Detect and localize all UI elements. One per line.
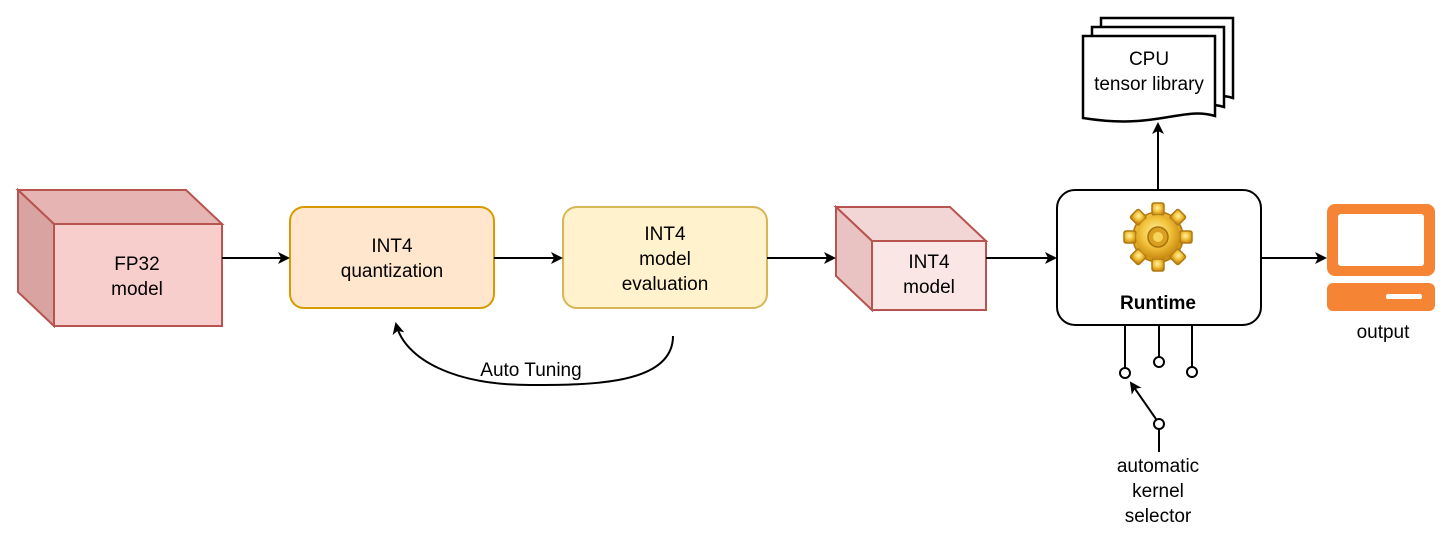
- switch-contact-2: [1153, 356, 1165, 368]
- runtime-label: Runtime: [1120, 293, 1196, 314]
- switch-lever: [1129, 381, 1157, 420]
- evaluation-node: INT4 model evaluation: [562, 206, 768, 309]
- kernel-selector-label-line1: automatic: [1117, 456, 1199, 477]
- int4-model-node: INT4 model: [833, 204, 989, 313]
- output-node: output: [1327, 204, 1435, 343]
- cpu-label-line1: CPU: [1129, 49, 1169, 70]
- gear-icon: [1123, 202, 1193, 272]
- output-label: output: [1357, 322, 1411, 343]
- quantization-label-line1: INT4: [371, 236, 413, 257]
- kernel-selector-label-line2: kernel: [1132, 481, 1184, 502]
- cpu-doc-front: [1081, 34, 1217, 123]
- quantization-label-line2: quantization: [341, 261, 443, 282]
- evaluation-label-line1: INT4: [644, 224, 686, 245]
- kernel-selector-label-line3: selector: [1125, 506, 1192, 527]
- quantization-box: [289, 206, 495, 309]
- runtime-node: Runtime: [1056, 189, 1262, 326]
- kernel-selector-node: automatic kernel selector: [1117, 456, 1199, 527]
- cpu-library-node: CPU tensor library: [1081, 16, 1235, 123]
- fp32-label-line2: model: [111, 279, 163, 300]
- edge-auto-tuning: [392, 322, 674, 387]
- switch-contact-1: [1119, 367, 1131, 379]
- evaluation-label-line2: model: [639, 249, 691, 270]
- fp32-label-line1: FP32: [114, 254, 159, 275]
- kernel-selector-switch: [1119, 325, 1198, 452]
- int4-label-line1: INT4: [908, 252, 950, 273]
- int4-label-line2: model: [903, 277, 955, 298]
- quantization-node: INT4 quantization: [289, 206, 495, 309]
- evaluation-label-line3: evaluation: [622, 274, 709, 295]
- computer-monitor-icon: [1327, 204, 1435, 311]
- fp32-model-node: FP32 model: [15, 187, 225, 329]
- switch-contact-3: [1186, 366, 1198, 378]
- int4-box-front: [871, 240, 987, 311]
- cpu-label-line2: tensor library: [1094, 74, 1204, 95]
- fp32-box-front: [53, 223, 223, 327]
- auto-tuning-label: Auto Tuning: [480, 360, 581, 381]
- switch-pivot: [1153, 418, 1165, 430]
